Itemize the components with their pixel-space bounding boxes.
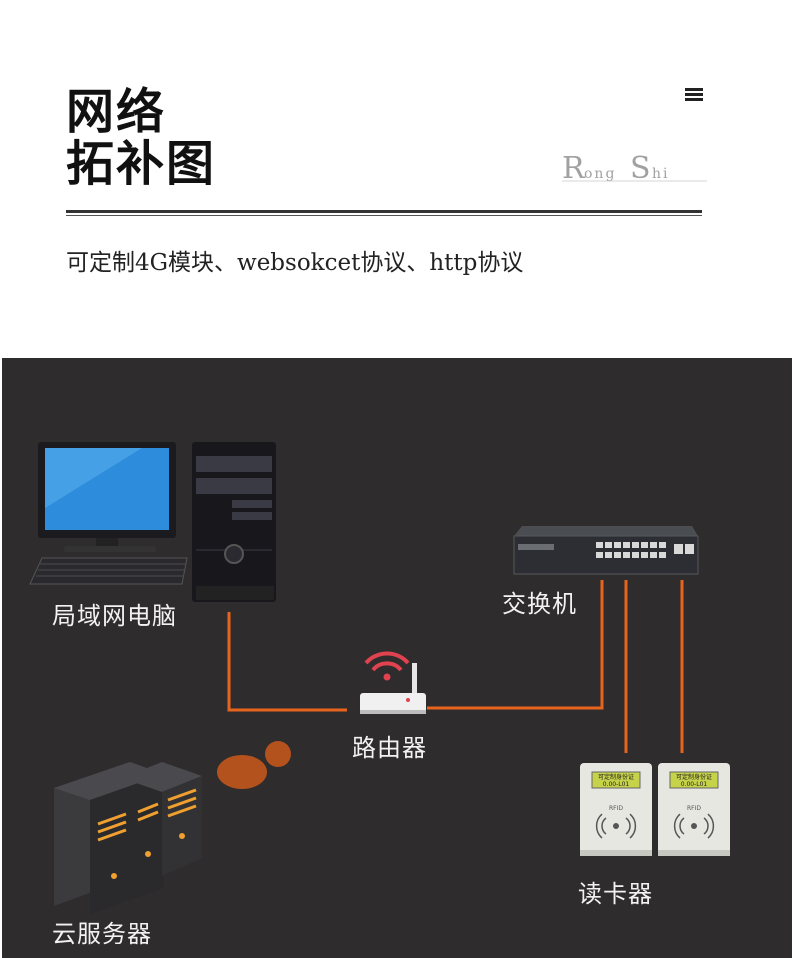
svg-text:ong: ong (584, 166, 616, 182)
pc-monitor-icon (38, 442, 176, 552)
router-icon (360, 651, 426, 714)
node-label-pc: 局域网电脑 (52, 602, 177, 630)
reader-2-badge: RFID (687, 805, 701, 812)
cloud-dots (217, 741, 291, 789)
reader-1-badge: RFID (609, 805, 623, 812)
reader-2-screen-line-1: 可定制身份证 (676, 773, 712, 781)
connection-lines (227, 580, 684, 753)
brand-logo: R ong S hi (562, 150, 712, 186)
header-divider-thick (66, 210, 702, 213)
card-reader-icon-2: 可定制身份证 0.00-L01 RFID (658, 763, 730, 856)
card-reader-icon-1: 可定制身份证 0.00-L01 RFID (580, 763, 652, 856)
svg-text:R: R (562, 151, 586, 186)
page-title: 网络 拓补图 (66, 86, 216, 190)
svg-text:hi: hi (652, 166, 670, 182)
reader-1-screen-line-1: 可定制身份证 (598, 773, 634, 781)
topology-diagram: 可定制身份证 0.00-L01 RFID 可定制身份证 0.00-L01 RFI… (2, 358, 792, 958)
node-label-cloud: 云服务器 (52, 920, 152, 948)
node-label-reader: 读卡器 (578, 880, 653, 908)
keyboard-icon (29, 557, 188, 585)
header-divider-thin (66, 215, 702, 216)
node-label-switch: 交换机 (502, 590, 577, 618)
logo-wordmark: R ong S hi (562, 151, 707, 186)
subtitle-text: 可定制4G模块、websokcet协议、http协议 (66, 250, 524, 276)
title-line-2: 拓补图 (66, 136, 217, 192)
reader-1-screen-line-2: 0.00-L01 (603, 781, 630, 788)
reader-2-screen-line-2: 0.00-L01 (681, 781, 708, 788)
title-line-1: 网络 (66, 84, 167, 140)
line-router-switch (427, 580, 604, 710)
node-label-router: 路由器 (352, 734, 427, 762)
line-pc-router (227, 612, 347, 712)
cloud-server-icon (54, 762, 202, 914)
pc-tower-icon (192, 442, 276, 602)
svg-text:S: S (630, 151, 651, 186)
hamburger-menu-icon[interactable] (685, 88, 703, 102)
switch-icon (513, 526, 699, 575)
